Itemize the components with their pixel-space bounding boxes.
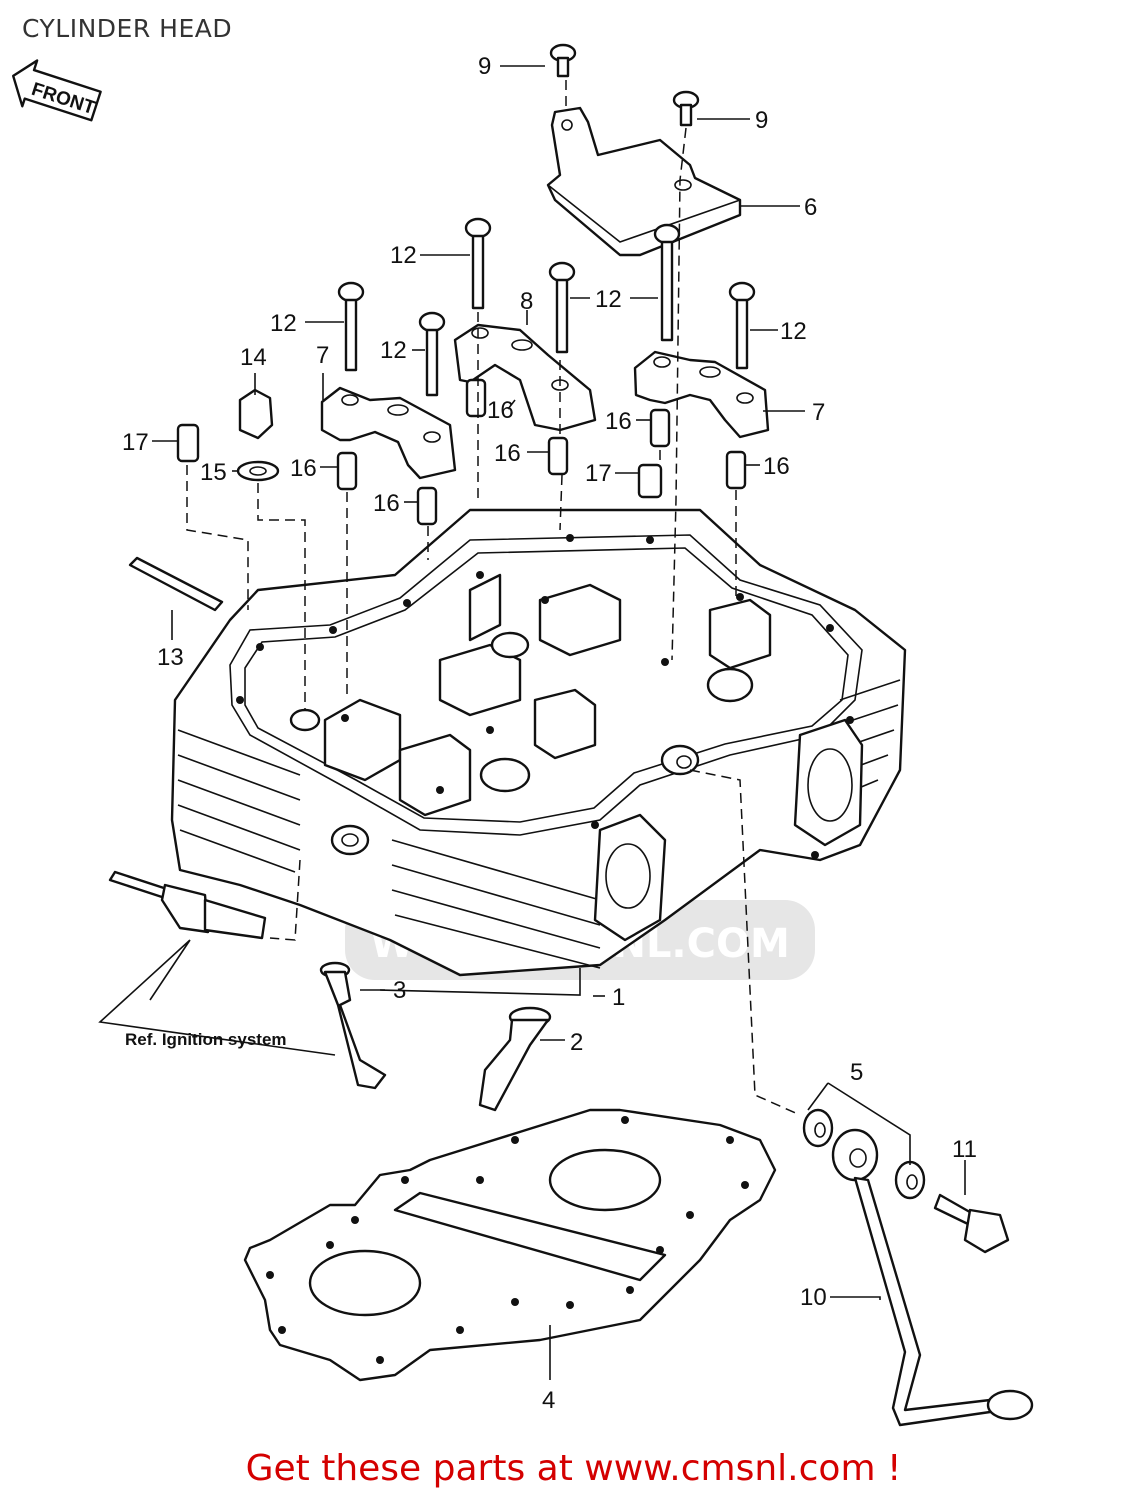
callout-17: 17 xyxy=(122,429,149,456)
callout-16: 16 xyxy=(487,397,514,424)
bolt[interactable] xyxy=(337,281,365,372)
callout-10: 10 xyxy=(800,1284,827,1311)
washer[interactable] xyxy=(236,460,280,482)
front-arrow-icon: FRONT xyxy=(12,59,102,122)
diagram-title: CYLINDER HEAD xyxy=(22,14,233,43)
callout-16: 16 xyxy=(763,453,790,480)
dowel-pin[interactable] xyxy=(176,423,200,463)
callout-12: 12 xyxy=(390,242,417,269)
bolt[interactable] xyxy=(548,261,576,354)
callout-16: 16 xyxy=(373,490,400,517)
callout-7: 7 xyxy=(812,399,825,426)
sealing-washer[interactable] xyxy=(894,1160,926,1200)
callout-15: 15 xyxy=(200,459,227,486)
screw[interactable] xyxy=(672,90,700,127)
spark-plug[interactable] xyxy=(108,870,267,940)
dowel-pin[interactable] xyxy=(637,463,663,499)
bolt[interactable] xyxy=(653,223,681,342)
camshaft-cap-right[interactable] xyxy=(633,350,770,439)
callout-5: 5 xyxy=(850,1059,863,1086)
bolt[interactable] xyxy=(418,311,446,397)
reference-note: Ref. Ignition system xyxy=(125,1030,287,1049)
callout-12: 12 xyxy=(595,286,622,313)
oil-pipe[interactable] xyxy=(831,1128,1034,1427)
bolt[interactable] xyxy=(464,217,492,310)
callout-4: 4 xyxy=(542,1387,555,1414)
callout-16: 16 xyxy=(290,455,317,482)
dowel-pin[interactable] xyxy=(336,451,358,491)
callout-12: 12 xyxy=(270,310,297,337)
callout-16: 16 xyxy=(494,440,521,467)
callout-17: 17 xyxy=(585,460,612,487)
valve-guide[interactable] xyxy=(478,1006,552,1112)
bolt[interactable] xyxy=(728,281,756,370)
sealing-washer[interactable] xyxy=(802,1108,834,1148)
dowel-pin[interactable] xyxy=(649,408,671,448)
cylinder-head[interactable] xyxy=(170,508,907,977)
callout-9: 9 xyxy=(755,107,768,134)
cover-plate[interactable] xyxy=(546,106,742,257)
callout-labels: 9 9 6 12 12 12 12 12 8 7 7 14 17 17 15 1… xyxy=(122,53,977,1414)
callout-12: 12 xyxy=(780,318,807,345)
callout-14: 14 xyxy=(240,344,267,371)
callout-8: 8 xyxy=(520,288,533,315)
footer-link-text[interactable]: Get these parts at www.cmsnl.com ! xyxy=(245,1448,902,1489)
dowel-pin[interactable] xyxy=(725,450,747,490)
callout-13: 13 xyxy=(157,644,184,671)
dowel-pin[interactable] xyxy=(416,486,438,526)
banjo-bolt[interactable] xyxy=(933,1193,1010,1254)
dowel-pin[interactable] xyxy=(465,378,487,418)
callout-2: 2 xyxy=(570,1029,583,1056)
assembly-dash-lines xyxy=(186,80,801,1116)
stud-bolt[interactable] xyxy=(128,556,224,612)
callout-12: 12 xyxy=(380,337,407,364)
dowel-pin[interactable] xyxy=(547,436,569,476)
head-gasket[interactable] xyxy=(243,575,777,1382)
callout-6: 6 xyxy=(804,194,817,221)
camshaft-cap-left[interactable] xyxy=(320,386,457,480)
valve-guide[interactable] xyxy=(319,961,387,1090)
callout-9: 9 xyxy=(478,53,491,80)
callout-3: 3 xyxy=(393,977,406,1004)
callout-7: 7 xyxy=(316,342,329,369)
callout-1: 1 xyxy=(612,984,625,1011)
callout-11: 11 xyxy=(952,1136,977,1163)
exploded-parts-diagram: FRONT WWW.CMSNL.COM xyxy=(12,43,1034,1427)
callout-16: 16 xyxy=(605,408,632,435)
leader-lines xyxy=(98,65,966,1380)
cap-nut[interactable] xyxy=(238,388,274,440)
screw[interactable] xyxy=(549,43,577,78)
